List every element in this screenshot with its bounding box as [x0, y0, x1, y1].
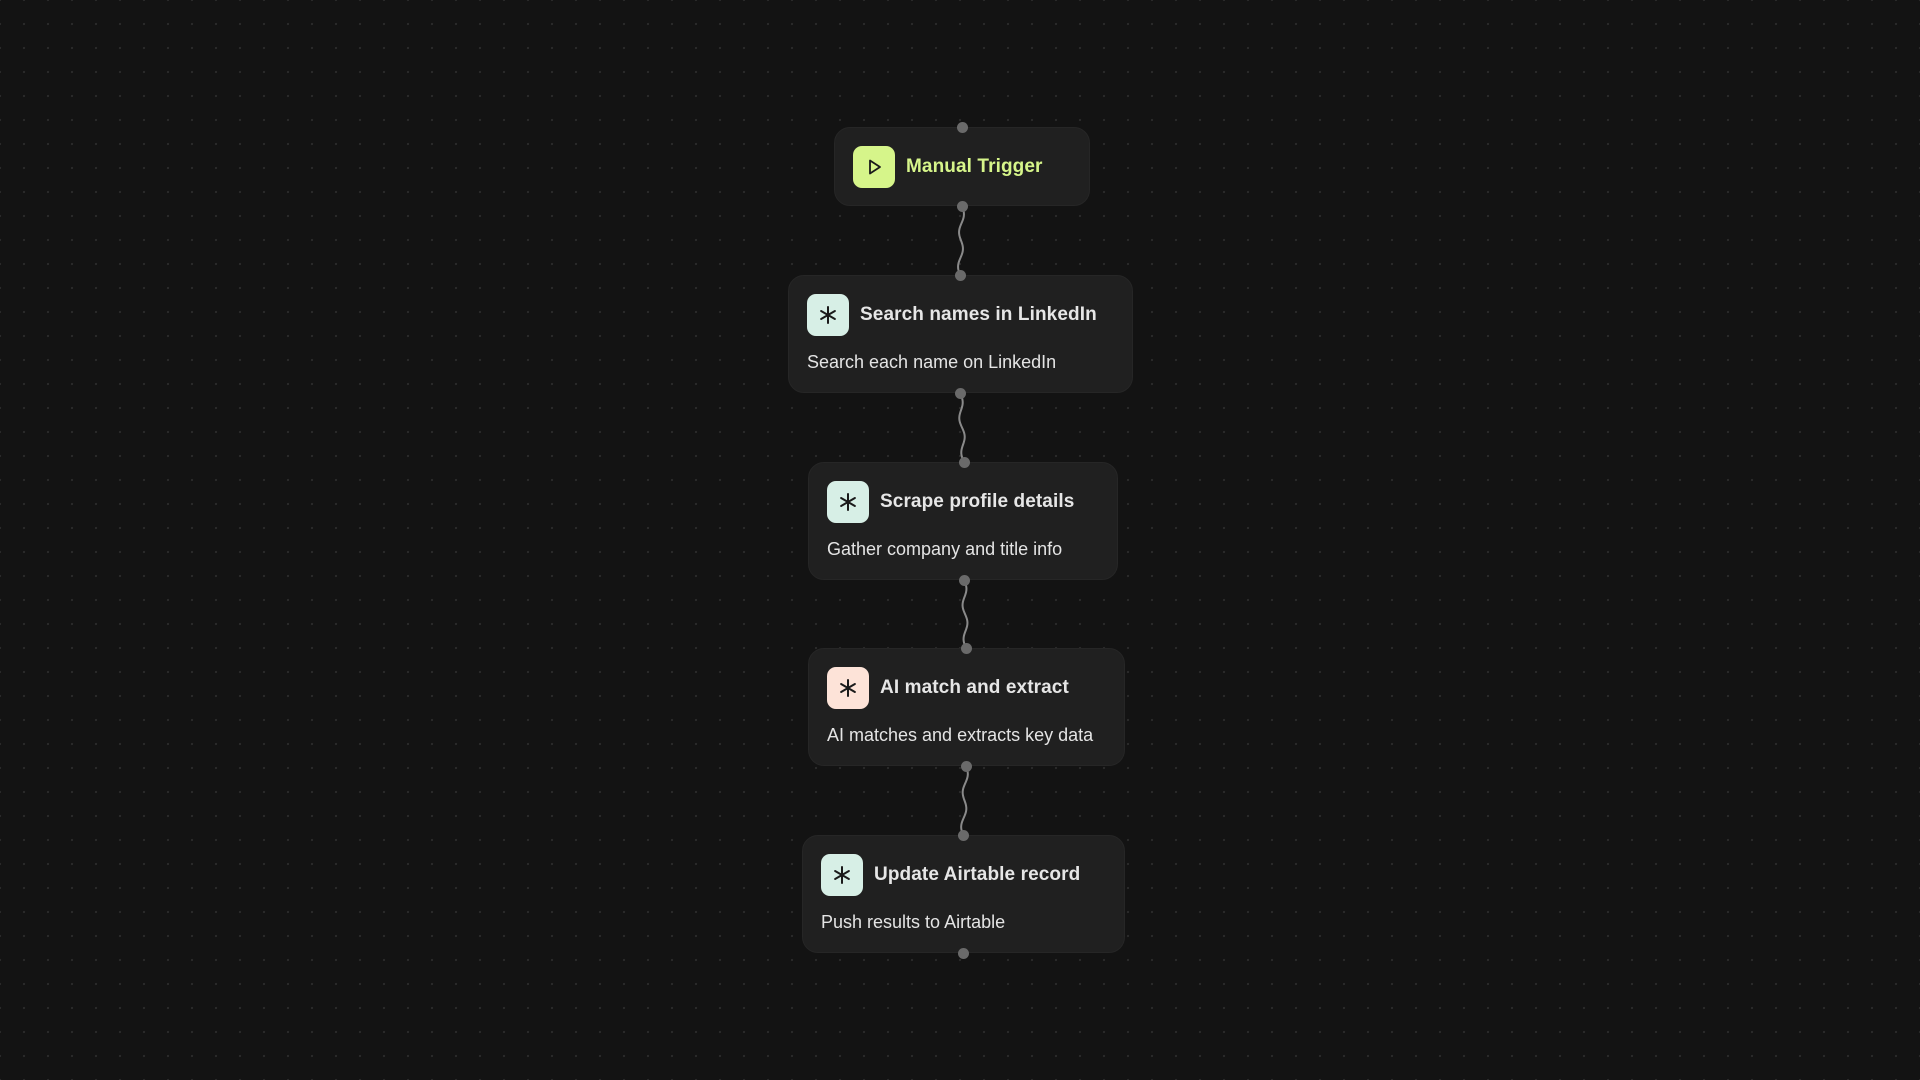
asterisk-icon [827, 667, 869, 709]
node-header: Manual Trigger [853, 146, 1043, 188]
output-port[interactable] [958, 574, 970, 586]
node-scrape-profile[interactable]: Scrape profile details Gather company an… [808, 462, 1118, 580]
node-description: Push results to Airtable [821, 912, 1006, 932]
node-title: Update Airtable record [874, 864, 1081, 885]
node-header: Update Airtable record [821, 854, 1080, 896]
node-manual-trigger[interactable]: Manual Trigger [834, 127, 1090, 206]
edge-connector [958, 392, 966, 463]
node-title: Manual Trigger [906, 156, 1043, 177]
node-search-linkedin[interactable]: Search names in LinkedIn Search each nam… [788, 275, 1133, 393]
input-port[interactable] [960, 642, 972, 654]
node-header: Search names in LinkedIn [807, 294, 1097, 336]
node-header: Scrape profile details [827, 481, 1074, 523]
asterisk-icon [827, 481, 869, 523]
node-description: Search each name on LinkedIn [807, 352, 1057, 372]
node-update-airtable[interactable]: Update Airtable record Push results to A… [802, 835, 1125, 953]
edge-connector [960, 765, 969, 836]
input-port[interactable] [956, 121, 968, 133]
input-port[interactable] [958, 456, 970, 468]
node-title: Search names in LinkedIn [860, 304, 1097, 325]
edge-connector [957, 205, 965, 276]
node-description: Gather company and title info [827, 539, 1063, 559]
node-ai-match[interactable]: AI match and extract AI matches and extr… [808, 648, 1125, 766]
play-icon [853, 146, 895, 188]
output-port[interactable] [960, 760, 972, 772]
output-port[interactable] [954, 387, 966, 399]
output-port[interactable] [957, 947, 969, 959]
node-description: AI matches and extracts key data [827, 725, 1094, 745]
node-title: AI match and extract [880, 677, 1069, 698]
input-port[interactable] [957, 829, 969, 841]
asterisk-icon [821, 854, 863, 896]
asterisk-icon [807, 294, 849, 336]
output-port[interactable] [956, 200, 968, 212]
edge-connector [961, 579, 969, 649]
input-port[interactable] [954, 269, 966, 281]
node-header: AI match and extract [827, 667, 1069, 709]
node-title: Scrape profile details [880, 491, 1075, 512]
